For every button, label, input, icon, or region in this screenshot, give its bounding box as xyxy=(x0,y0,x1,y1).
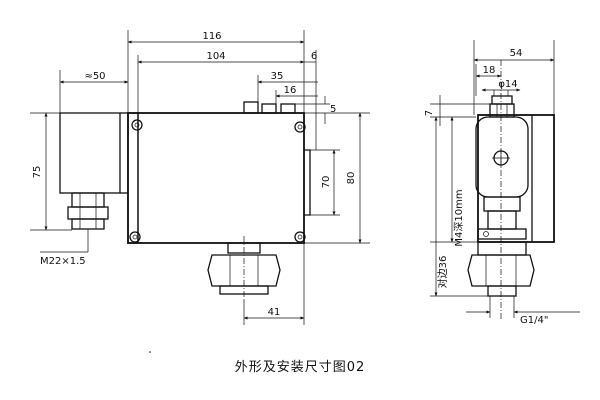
dim-54: 54 xyxy=(510,48,523,59)
dim-116: 116 xyxy=(202,31,221,42)
top-glands xyxy=(243,101,296,114)
dim-70: 70 xyxy=(321,176,332,189)
cylinder-fitting xyxy=(71,192,105,208)
thread-m22: M22×1.5 xyxy=(40,256,86,267)
stray-dot xyxy=(149,351,151,353)
dim-6: 6 xyxy=(311,51,317,62)
dim-across-flats-36: 对边36 xyxy=(436,256,449,289)
side-top-gland xyxy=(489,95,515,118)
dim-approx-50: ≈50 xyxy=(84,71,105,82)
front-dimensions: 116 104 6 ≈50 35 16 5 75 70 80 41 M22×1.… xyxy=(32,31,362,320)
dim-41: 41 xyxy=(268,307,281,318)
dim-phi14: φ14 xyxy=(498,79,517,90)
mounting-plate xyxy=(127,112,139,244)
stem xyxy=(483,196,521,212)
dim-35: 35 xyxy=(271,71,284,82)
drawing-caption: 外形及安装尺寸图02 xyxy=(234,360,366,375)
main-housing xyxy=(127,112,305,244)
side-hex-nut xyxy=(467,241,535,297)
side-view xyxy=(430,40,555,320)
cylinder-body xyxy=(59,112,121,194)
dim-16: 16 xyxy=(284,85,297,96)
screw-heads xyxy=(129,119,306,243)
dim-18: 18 xyxy=(483,65,496,76)
dim-m4-depth: M4深10mm xyxy=(453,189,465,246)
inner-body xyxy=(475,116,529,198)
dim-5: 5 xyxy=(330,104,336,115)
dim-75: 75 xyxy=(32,166,43,179)
dim-104: 104 xyxy=(206,51,225,62)
dim-80: 80 xyxy=(346,172,357,185)
thread-g14: G1/4" xyxy=(520,315,548,326)
dim-7: 7 xyxy=(424,110,435,116)
front-view xyxy=(30,30,370,325)
side-dimensions: 54 18 φ14 7 M4深10mm 对边36 G1/4" xyxy=(424,48,580,326)
